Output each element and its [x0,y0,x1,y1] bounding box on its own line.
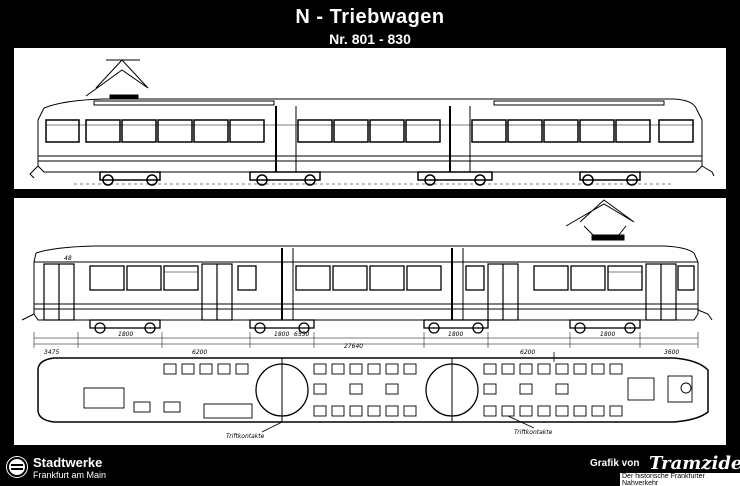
dimension-segment-3: 6200 [192,349,207,356]
dimension-segment-4: 1800 [274,331,289,338]
dimension-top-mid: 6550 [294,331,309,338]
detail-drawing: 48 6550 27640 3475 1800 6200 1800 1800 6… [21,199,713,440]
brand-line-2: Frankfurt am Main [33,470,107,480]
dimension-segment-6: 6200 [520,349,535,356]
car-number-label: 48 [64,255,72,262]
dimension-segment-5: 1800 [448,331,463,338]
credit-name: Tramzider [649,453,740,474]
credit-prefix: Grafik von [590,458,640,469]
stadtwerke-logo-icon [6,456,28,478]
page-title: N - Triebwagen [295,6,445,28]
side-elevation-panel [14,48,726,189]
dimension-segment-2: 1800 [118,331,133,338]
detail-drawing-panel: 48 6550 27640 3475 1800 6200 1800 1800 6… [14,198,726,445]
contact-label-right: Triftkontakte [514,429,553,436]
contact-label-left: Triftkontakte [226,433,265,440]
credit-tagline: Der historische Frankfurter Nahverkehr [620,473,740,486]
side-elevation-drawing [29,59,715,186]
brand-line-1: Stadtwerke [33,455,103,470]
dimension-overall: 27640 [344,343,363,350]
dimension-segment-1: 3475 [44,349,59,356]
page-subtitle: Nr. 801 - 830 [329,31,411,47]
dimension-segment-8: 3600 [664,349,679,356]
dimension-segment-7: 1800 [600,331,615,338]
